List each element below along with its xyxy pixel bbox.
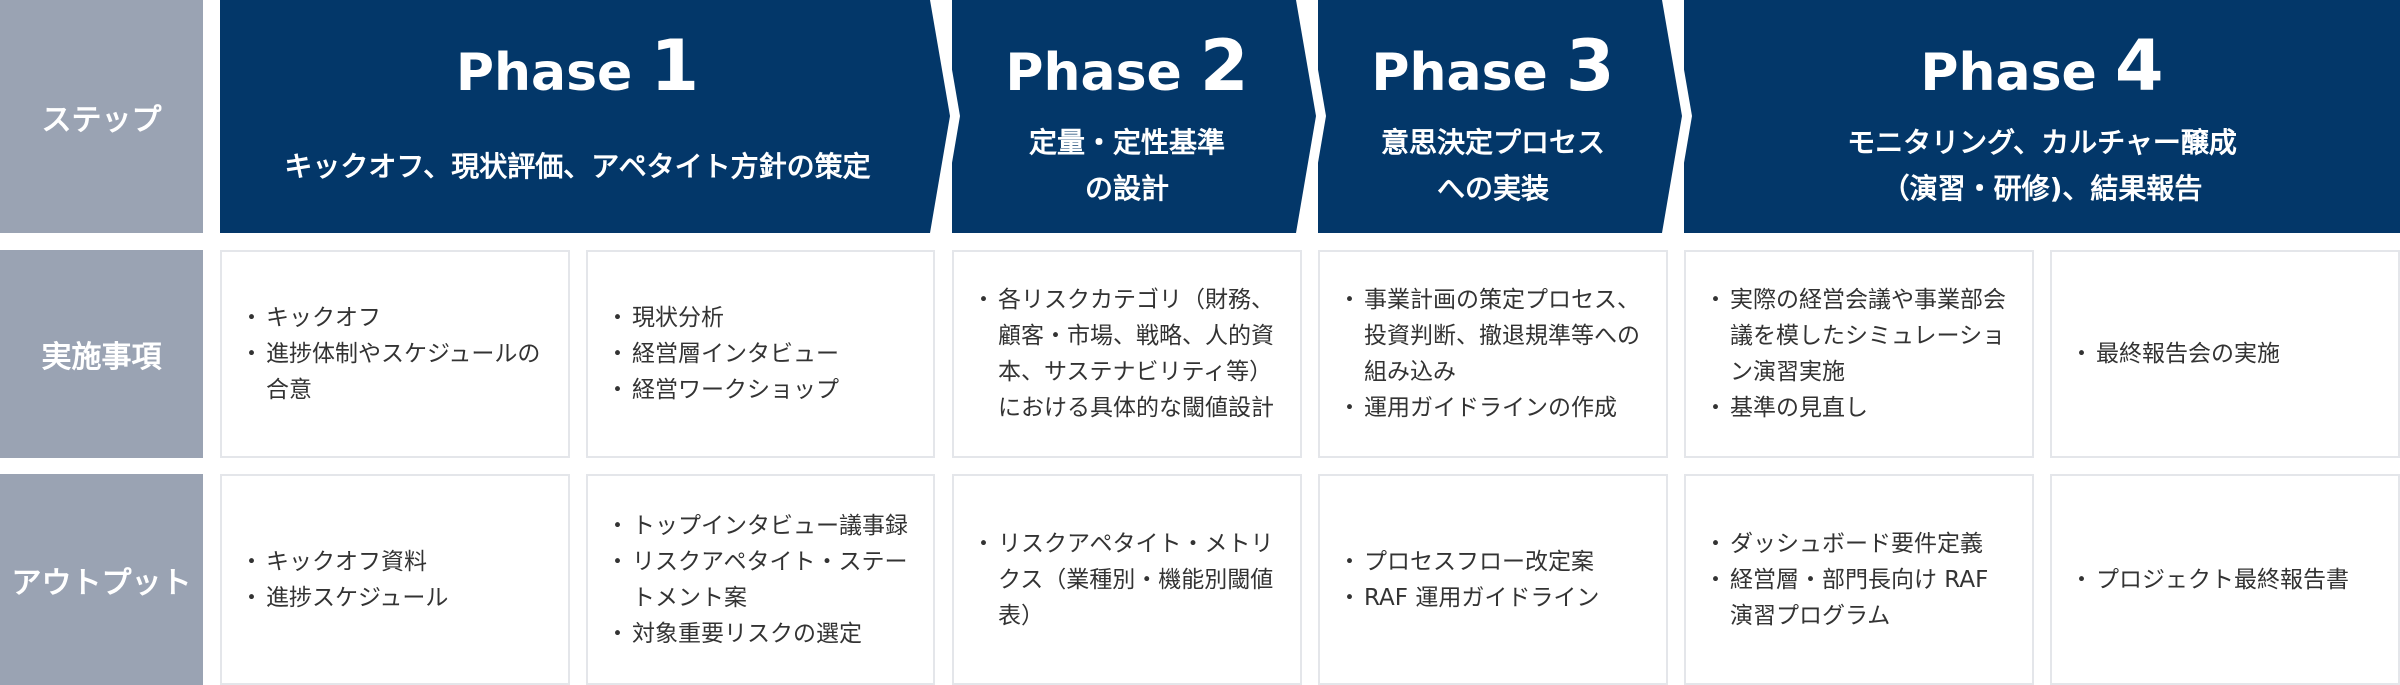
phase-3-title: Phase 3 [1371,25,1615,107]
row-header-outputs: アウトプット [0,474,203,685]
chevron-arrow-1-icon [930,0,960,233]
activity-cell-3: 各リスクカテゴリ（財務、顧客・市場、戦略、人的資本、サステナビリティ等）における… [952,250,1302,458]
phase-3-header: Phase 3 意思決定プロセスへの実装 [1318,0,1668,233]
chevron-arrow-2-icon [1296,0,1326,233]
output-cell-5: ダッシュボード要件定義経営層・部門長向け RAF 演習プログラム [1684,474,2034,685]
activity-cell-5: 実際の経営会議や事業部会議を模したシミュレーション演習実施基準の見直し [1684,250,2034,458]
phase-4-title: Phase 4 [1920,25,2164,107]
phase-2-header: Phase 2 定量・定性基準の設計 [952,0,1302,233]
output-cell-3: リスクアペタイト・メトリクス（業種別・機能別閾値表） [952,474,1302,685]
output-cell-6: プロジェクト最終報告書 [2050,474,2400,685]
row-header-step: ステップ [0,0,203,233]
phase-1-title: Phase 1 [455,25,700,107]
activity-cell-4: 事業計画の策定プロセス、投資判断、撤退規準等への組み込み運用ガイドラインの作成 [1318,250,1668,458]
phase-2-subtitle: 定量・定性基準の設計 [1028,126,1225,205]
row-header-activities: 実施事項 [0,250,203,458]
phase-1-subtitle: キックオフ、現状評価、アペタイト方針の策定 [284,150,871,183]
phase-3-subtitle: 意思決定プロセスへの実装 [1380,126,1605,205]
phase-1-header: Phase 1 キックオフ、現状評価、アペタイト方針の策定 [220,0,935,233]
output-cell-4: プロセスフロー改定案RAF 運用ガイドライン [1318,474,1668,685]
phase-4-header: Phase 4 モニタリング、カルチャー醸成（演習・研修)、結果報告 [1684,0,2400,233]
activity-cell-2: 現状分析経営層インタビュー経営ワークショップ [586,250,935,458]
phase-2-title: Phase 2 [1005,25,1249,107]
output-cell-1: キックオフ資料進捗スケジュール [220,474,570,685]
activity-cell-1: キックオフ進捗体制やスケジュールの合意 [220,250,570,458]
phase-4-subtitle: モニタリング、カルチャー醸成（演習・研修)、結果報告 [1847,126,2237,205]
activity-cell-6: 最終報告会の実施 [2050,250,2400,458]
output-cell-2: トップインタビュー議事録リスクアペタイト・ステートメント案対象重要リスクの選定 [586,474,935,685]
chevron-arrow-3-icon [1662,0,1692,233]
